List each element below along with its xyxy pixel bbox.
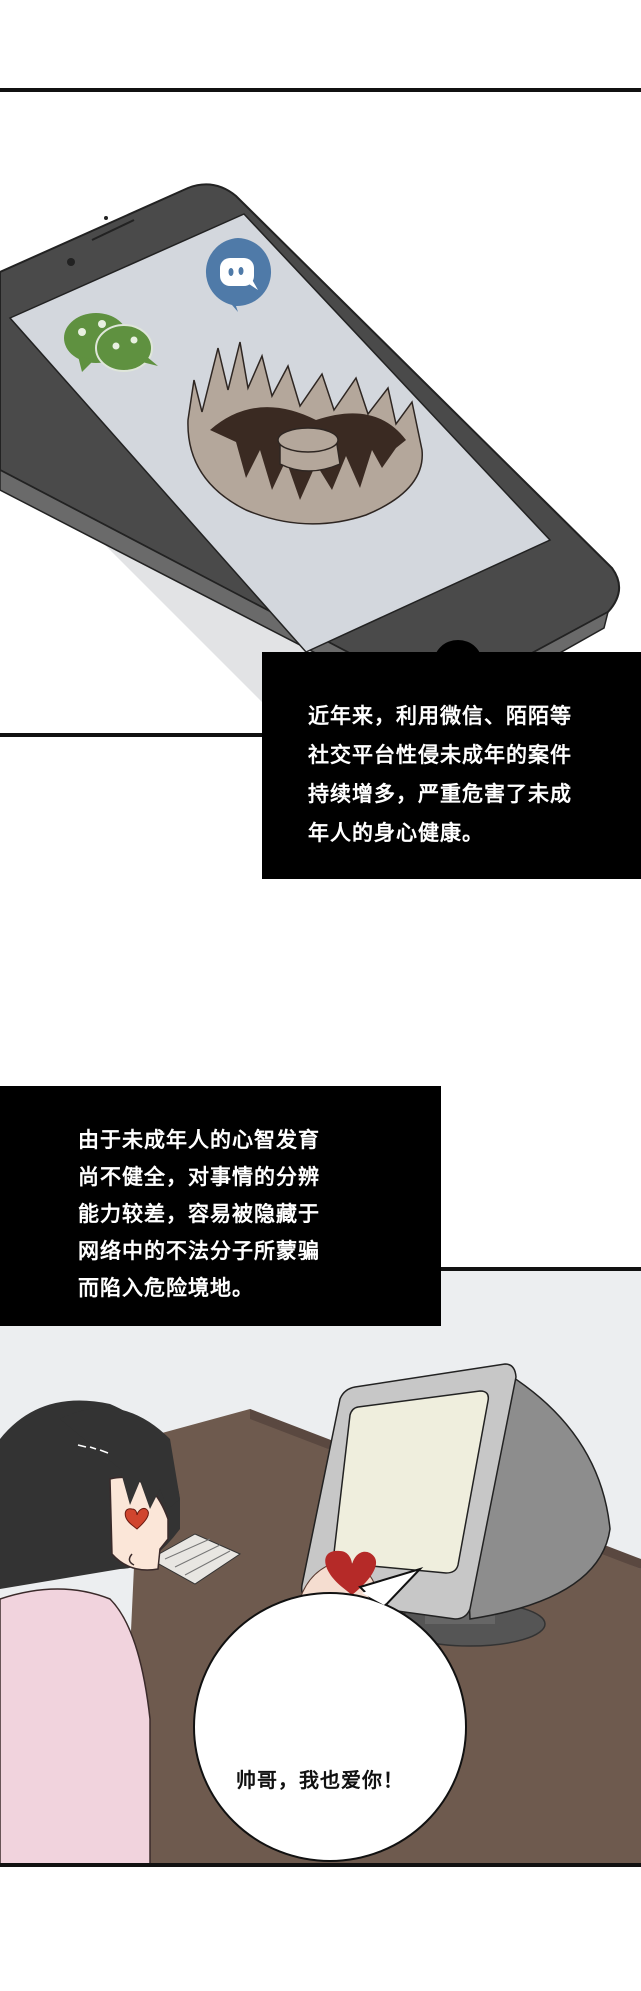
caption-box-1: 近年来，利用微信、陌陌等 社交平台性侵未成年的案件 持续增多，严重危害了未成 年… [262,652,641,879]
caption-2-line-4: 网络中的不法分子所蒙骗 [78,1239,320,1263]
caption-1-line-2: 社交平台性侵未成年的案件 [308,743,572,767]
wechat-icon [60,308,160,378]
bear-trap-icon [176,340,436,530]
speech-bubble-text: 帅哥，我也爱你！ [236,1768,404,1792]
caption-box-2: 由于未成年人的心智发育 尚不健全，对事情的分辨 能力较差，容易被隐藏于 网络中的… [0,1086,441,1326]
panel-2-top-border [440,1267,641,1271]
caption-2-line-5: 而陷入危险境地。 [78,1276,254,1300]
panel-2 [0,1269,641,1865]
panel-2-bottom-border [0,1863,641,1867]
panel-1-top-border [0,88,641,92]
momo-icon [202,236,274,312]
caption-1-line-4: 年人的身心健康。 [308,821,484,845]
caption-1-line-3: 持续增多，严重危害了未成 [308,782,572,806]
caption-2-line-3: 能力较差，容易被隐藏于 [78,1202,320,1226]
panel-1-bottom-border [0,733,264,737]
caption-1-line-1: 近年来，利用微信、陌陌等 [308,704,572,728]
caption-2-line-2: 尚不健全，对事情的分辨 [78,1165,320,1189]
caption-2-line-1: 由于未成年人的心智发育 [78,1128,320,1152]
